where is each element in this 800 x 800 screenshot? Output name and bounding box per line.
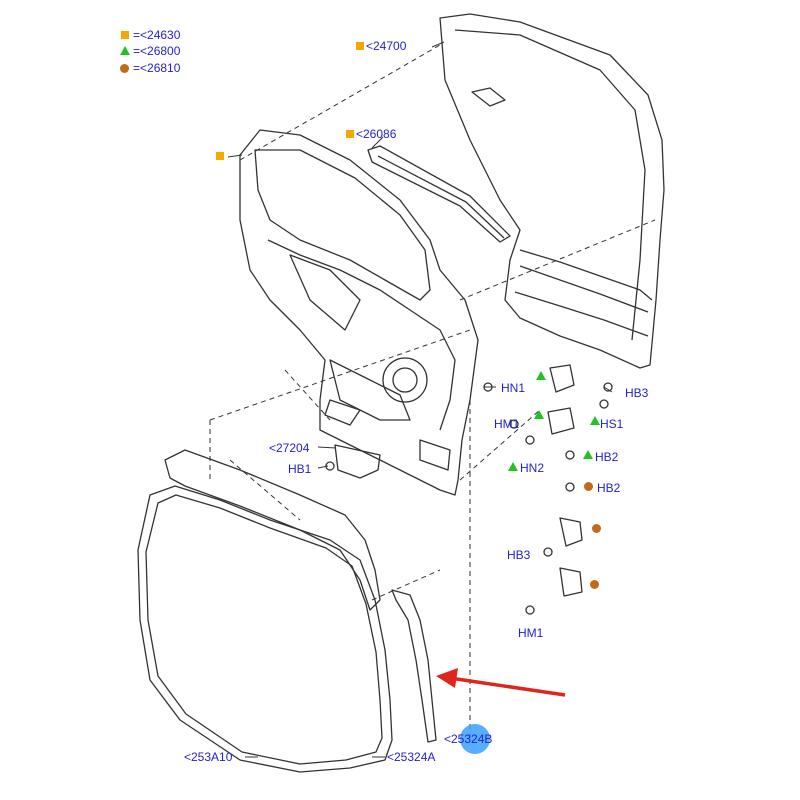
part-label-26086[interactable]: <26086 [356,127,397,141]
square-marker-icon [121,31,129,39]
triangle-marker-icon [508,462,518,471]
circle-marker-icon [584,482,593,491]
square-marker-icon [356,42,364,50]
square-marker-icon [216,152,224,160]
legend-item-26810: =<26810 [133,61,181,75]
highlight-marker [460,724,490,754]
circle-marker-icon [120,64,129,73]
triangle-marker-icon [590,416,600,425]
part-label-hm1-top[interactable]: HM1 [494,417,520,431]
part-label-hs1[interactable]: HS1 [600,417,624,431]
outer-door-panel [439,13,665,369]
triangle-marker-icon [536,371,546,380]
part-label-hn2[interactable]: HN2 [520,461,545,475]
part-label-hm1-bottom[interactable]: HM1 [518,626,544,640]
part-label-hb1[interactable]: HB1 [288,462,312,476]
part-label-27204[interactable]: <27204 [269,441,310,455]
part-label-253A10[interactable]: <253A10 [184,750,233,764]
part-label-hb2-a[interactable]: HB2 [595,450,619,464]
callout-arrow-icon [436,668,566,697]
part-label-hb3-bottom[interactable]: HB3 [507,548,531,562]
part-label-hb3-top[interactable]: HB3 [625,386,649,400]
part-label-24700[interactable]: <24700 [366,39,407,53]
part-label-hn1[interactable]: HN1 [501,381,526,395]
door-seal-253A10 [137,485,393,773]
legend-item-26800: =<26800 [133,44,181,58]
circle-marker-icon [592,524,601,533]
square-marker-icon [346,130,354,138]
part-label-hb2-b[interactable]: HB2 [597,481,621,495]
triangle-marker-icon [583,450,593,459]
circle-marker-icon [590,580,599,589]
legend-item-24630: =<24630 [133,28,181,42]
part-label-25324A[interactable]: <25324A [387,750,436,764]
part-label-25324B[interactable]: <25324B [444,732,493,746]
glass-run-strip [367,145,511,243]
triangle-marker-icon [120,46,130,55]
door-seal-25324A [164,449,381,611]
triangle-marker-icon [534,410,544,419]
inner-door-frame [239,129,479,496]
